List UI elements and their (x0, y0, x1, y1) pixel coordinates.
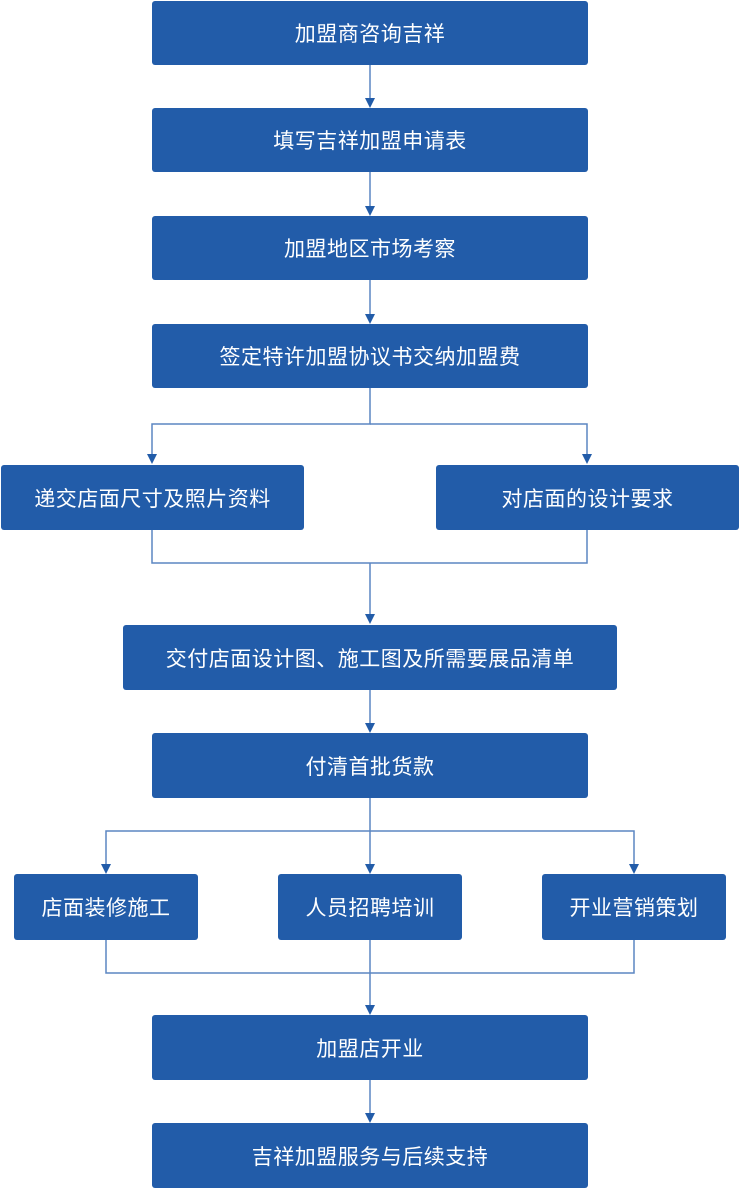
split-line-7 (101, 798, 371, 874)
step-pay-first-batch: 付清首批货款 (152, 733, 588, 798)
split-line-4b (370, 423, 592, 464)
step-fill-application: 填写吉祥加盟申请表 (152, 108, 588, 172)
split-line-4 (147, 388, 371, 464)
step-franchise-inquiry: 加盟商咨询吉祥 (152, 1, 588, 65)
step-sign-agreement: 签定特许加盟协议书交纳加盟费 (152, 324, 588, 388)
step-design-requirements: 对店面的设计要求 (436, 465, 739, 530)
step-service-support: 吉祥加盟服务与后续支持 (152, 1123, 588, 1188)
step-store-opening: 加盟店开业 (152, 1015, 588, 1080)
split-line-7c (370, 830, 639, 874)
step-staff-training: 人员招聘培训 (278, 874, 462, 940)
merge-line-5 (151, 530, 588, 564)
step-market-survey: 加盟地区市场考察 (152, 216, 588, 280)
step-submit-store-info: 递交店面尺寸及照片资料 (1, 465, 304, 530)
step-store-renovation: 店面装修施工 (14, 874, 198, 940)
step-deliver-design: 交付店面设计图、施工图及所需要展品清单 (123, 625, 617, 690)
step-opening-marketing: 开业营销策划 (542, 874, 726, 940)
